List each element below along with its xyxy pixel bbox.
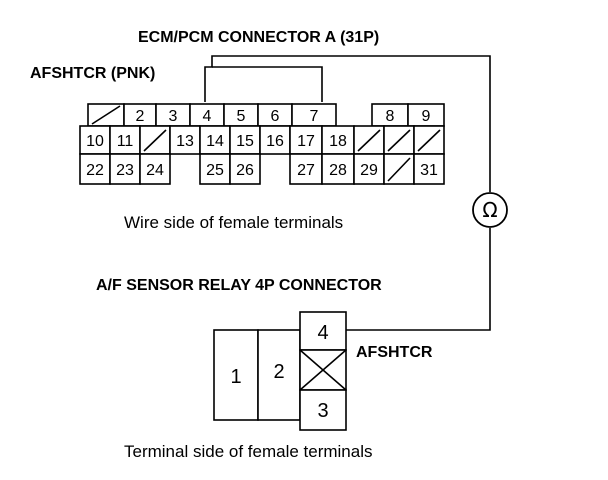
ecm-pin-17: 17 (297, 133, 315, 150)
relay-connector-title: A/F SENSOR RELAY 4P CONNECTOR (96, 277, 382, 294)
ecm-pin-2: 2 (136, 108, 145, 125)
ecm-pin-10: 10 (86, 133, 104, 150)
ecm-pin-19-empty (357, 129, 381, 152)
ecm-pin-24-slot (139, 153, 171, 185)
ecm-pin-28: 28 (329, 162, 347, 179)
ecm-pin-26-slot (229, 153, 261, 185)
relay-pin-2: 2 (273, 361, 284, 383)
ecm-row-2: 10 11 13 14 15 16 17 18 (79, 125, 445, 155)
ecm-pin-14-slot (199, 125, 231, 155)
relay-pin-3: 3 (317, 400, 328, 422)
ecm-pin-31-slot (413, 153, 445, 185)
ecm-row-1: 2 3 4 5 6 7 8 9 (87, 103, 445, 127)
ohmmeter: Ω (472, 192, 508, 228)
ecm-connector-title: ECM/PCM CONNECTOR A (31P) (138, 29, 379, 46)
ecm-pin-3: 3 (169, 108, 178, 125)
ecm-pin-20-empty (387, 129, 411, 152)
ecm-pin-27: 27 (297, 162, 315, 179)
relay-pin-4: 4 (317, 322, 328, 344)
relay-connector: 1 2 4 3 (213, 311, 347, 431)
ecm-pin-4: 4 (203, 108, 212, 125)
ecm-pin-11: 11 (117, 133, 134, 150)
ecm-connector: 2 3 4 5 6 7 8 9 10 11 13 14 (79, 103, 445, 185)
ecm-pin-18: 18 (329, 133, 347, 150)
afshtcr-pnk-label: AFSHTCR (PNK) (30, 65, 155, 82)
ecm-pin-26: 26 (236, 162, 254, 179)
ecm-pin-24: 24 (146, 162, 164, 179)
ecm-pin-21-empty (417, 129, 441, 152)
ecm-pin-9: 9 (422, 108, 431, 125)
relay-empty-cross-b (299, 349, 347, 391)
ohm-icon: Ω (482, 198, 497, 222)
relay-pin-3-slot (299, 389, 347, 431)
ecm-pin-8: 8 (386, 108, 395, 125)
ecm-pin-25: 25 (206, 162, 224, 179)
ecm-pin-31: 31 (420, 162, 438, 179)
ecm-pin-23: 23 (116, 162, 134, 179)
relay-pin-1: 1 (230, 366, 241, 388)
ecm-pin-22: 22 (86, 162, 104, 179)
ecm-pin-12-empty (143, 129, 167, 152)
ecm-pin-5: 5 (237, 108, 246, 125)
afshtcr-label: AFSHTCR (356, 344, 433, 361)
ecm-pin-7: 7 (310, 108, 319, 125)
ecm-pin-10-slot (79, 125, 111, 155)
ecm-pin-11-slot (109, 125, 141, 155)
ecm-pin-15: 15 (236, 133, 254, 150)
terminal-side-caption: Terminal side of female terminals (124, 442, 372, 461)
ecm-pin-13-slot (169, 125, 201, 155)
ecm-pin-1-empty (91, 105, 121, 125)
ecm-pin-23-slot (109, 153, 141, 185)
ecm-pin-16-slot (259, 125, 291, 155)
ecm-row-3: 22 23 24 25 26 27 28 29 31 (79, 153, 445, 185)
ecm-pin-16: 16 (266, 133, 284, 150)
ecm-pin-27-slot (289, 153, 323, 185)
ecm-pin-29-slot (353, 153, 385, 185)
ecm-pin-13: 13 (176, 133, 194, 150)
ecm-pin-30-empty (387, 157, 411, 182)
ecm-pin-29: 29 (360, 162, 378, 179)
ecm-pin-14: 14 (206, 133, 224, 150)
wire-side-caption: Wire side of female terminals (124, 213, 343, 232)
test-wire (204, 55, 491, 331)
ohmmeter-circle (472, 192, 508, 228)
ecm-pin-6: 6 (271, 108, 280, 125)
